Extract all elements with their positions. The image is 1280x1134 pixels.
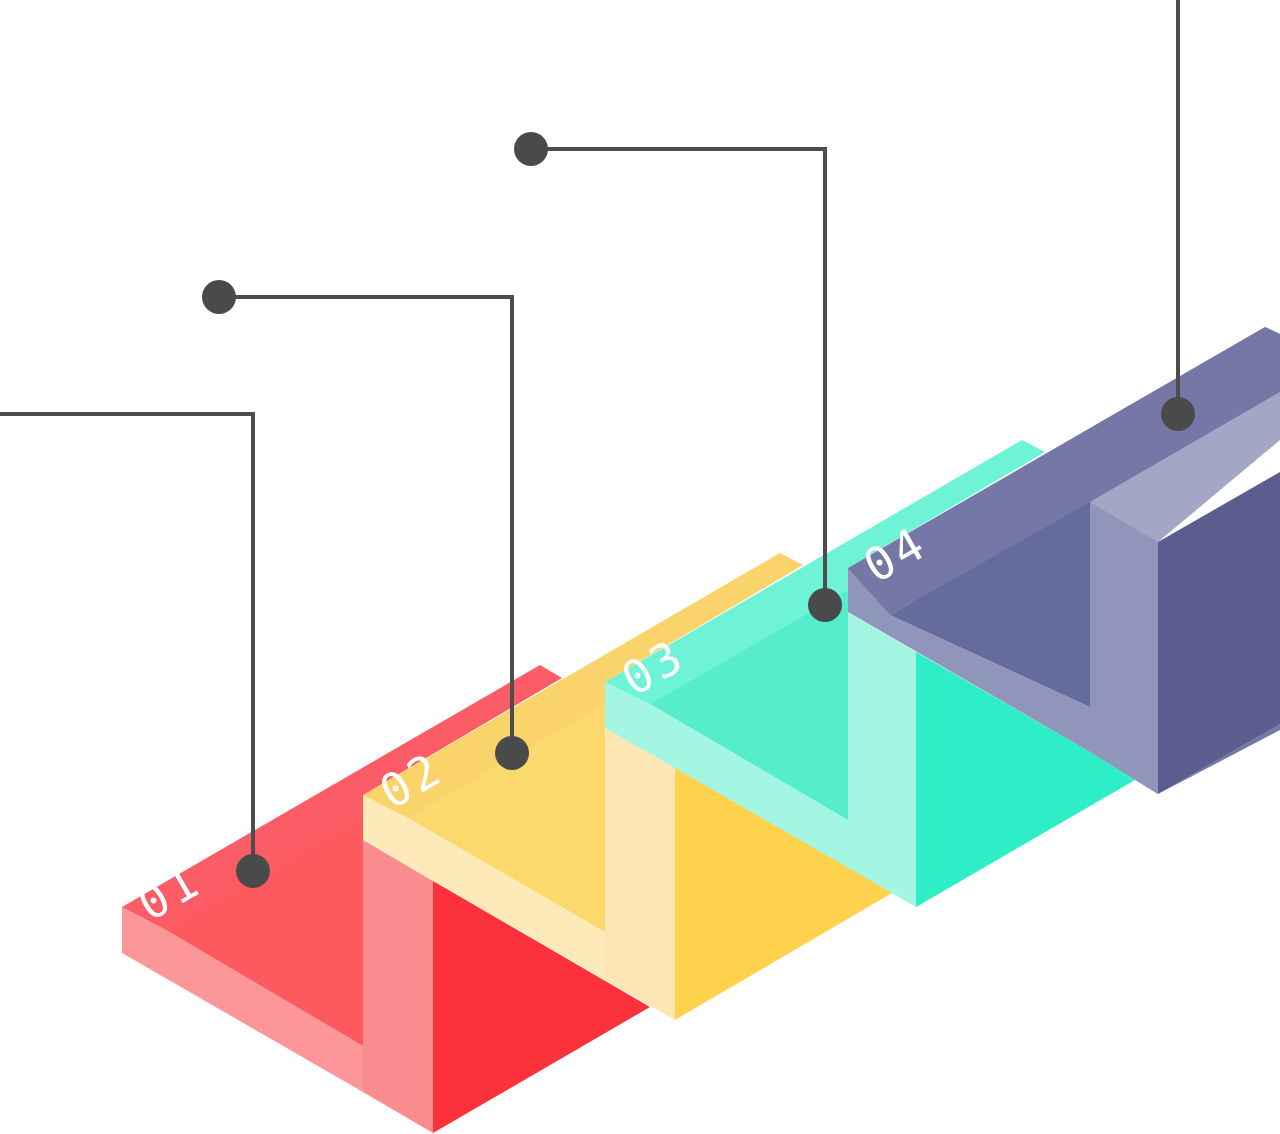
connector-dot-04-anchor — [1161, 397, 1195, 431]
connector-dot-02-start — [202, 280, 236, 314]
connector-dot-01-anchor — [236, 854, 270, 888]
step-04-riser-side — [1090, 502, 1158, 794]
connector-line-03 — [531, 149, 825, 605]
connector-dot-03-anchor — [808, 588, 842, 622]
connector-dot-03-start — [514, 132, 548, 166]
connector-dot-02-anchor — [495, 736, 529, 770]
step-01-riser-side — [363, 840, 433, 1133]
step-03-riser-side — [848, 612, 916, 907]
connector-line-01 — [0, 414, 253, 871]
step-02-riser-side — [605, 728, 675, 1020]
connector-line-02 — [219, 297, 512, 753]
